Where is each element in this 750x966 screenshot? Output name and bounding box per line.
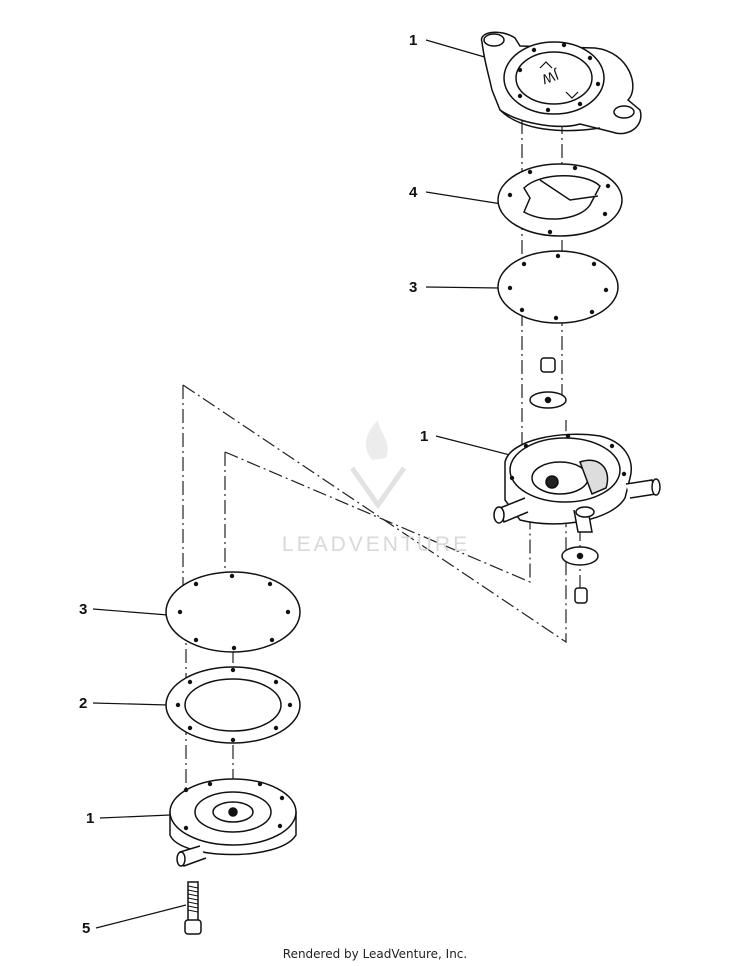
lower-valve-part (561, 546, 599, 604)
top-valve-part (529, 357, 567, 409)
callout-top-gasket: 4 (409, 184, 418, 201)
watermark-logo (349, 420, 407, 510)
callout-pump-body: 1 (420, 428, 429, 445)
callout-lower-gasket: 2 (79, 695, 88, 712)
svg-text:JW: JW (539, 66, 561, 86)
leader-lines (92, 39, 511, 929)
top-gasket-part (497, 163, 623, 237)
callout-top-housing: 1 (409, 32, 418, 49)
top-diaphragm-part (497, 250, 619, 324)
callout-top-diaphragm: 3 (409, 279, 418, 296)
callout-bottom-cover: 1 (86, 810, 95, 827)
pump-body-part (493, 433, 661, 533)
watermark-text: LEADVENTURE (281, 533, 471, 556)
lower-gasket-part (165, 666, 301, 744)
top-housing-part: JW (480, 31, 642, 135)
lower-diaphragm-part (165, 571, 301, 653)
callout-screw: 5 (82, 920, 91, 937)
screw-part (184, 881, 202, 935)
bottom-cover-part (169, 778, 297, 867)
callout-lower-diaphragm: 3 (79, 601, 88, 618)
footer-credit: Rendered by LeadVenture, Inc. (282, 947, 468, 961)
